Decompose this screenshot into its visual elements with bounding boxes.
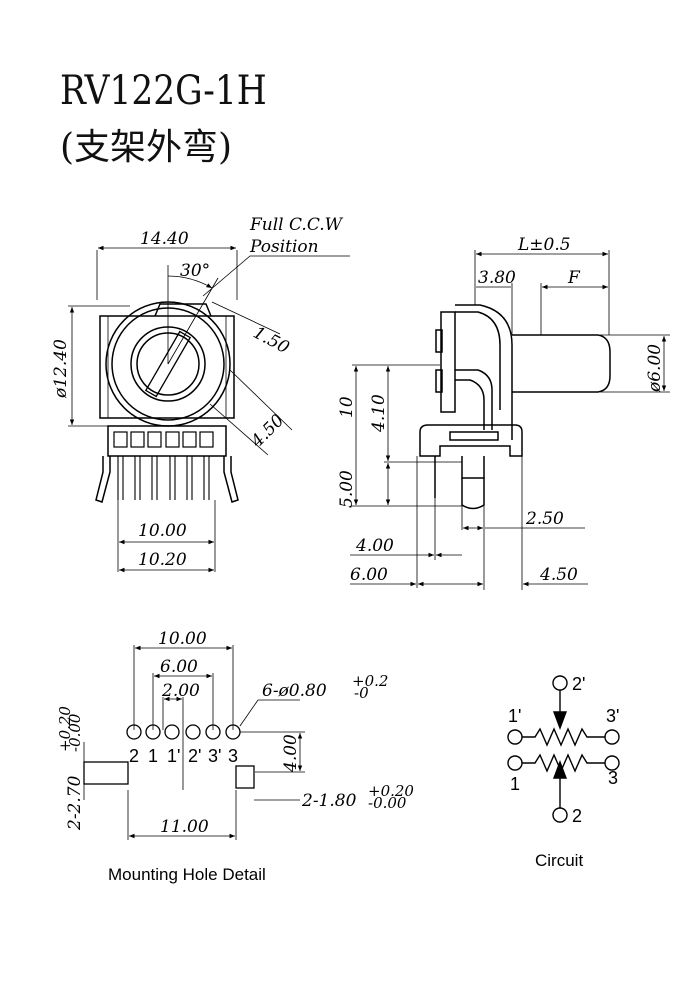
dim-holes-tol-upper: +0.2 — [352, 672, 388, 690]
dim-4-10: 4.10 — [369, 394, 389, 433]
dim-bracket-span: 10.20 — [138, 550, 187, 570]
hole-label-2p: 2' — [188, 746, 201, 766]
dim-2-50: 2.50 — [525, 509, 564, 529]
dim-5-00: 5.00 — [337, 470, 357, 508]
side-view — [350, 250, 670, 590]
mounting-labels: 10.00 6.00 2.00 6-ø0.80 +0.2 -0 2 1 1' 2… — [56, 629, 414, 884]
circuit-label-2p: 2' — [572, 674, 585, 694]
hole-label-1: 1 — [148, 746, 158, 766]
dim-3-80: 3.80 — [478, 268, 516, 288]
hole-label-1p: 1' — [167, 746, 180, 766]
dim-10: 10 — [337, 396, 357, 418]
dim-pin-span: 10.00 — [138, 521, 187, 541]
dim-slot-left: 2-2.70 — [65, 775, 85, 831]
dim-holes-tol-lower: -0 — [354, 684, 369, 702]
dim-6-00: 6.00 — [350, 565, 388, 585]
side-view-labels: L±0.5 3.80 F ø6.00 10 4.10 5.00 2.50 4.0… — [337, 235, 665, 585]
dim-4-00: 4.00 — [355, 536, 394, 556]
dim-span-mid: 6.00 — [160, 657, 198, 677]
dim-span-outer: 10.00 — [158, 629, 207, 649]
mounting-caption: Mounting Hole Detail — [108, 865, 266, 884]
dim-shaft-dia: ø6.00 — [645, 344, 665, 393]
circuit-diagram — [507, 675, 620, 823]
dim-slot-right-tol-lower: -0.00 — [368, 794, 407, 812]
dim-angle: 30° — [180, 261, 210, 281]
circuit-label-1: 1 — [510, 774, 520, 794]
dim-1-50: 1.50 — [250, 323, 293, 359]
circuit-labels: 2' 1' 3' 1 3 2 Circuit — [508, 674, 619, 870]
dim-4-50: 4.50 — [247, 410, 289, 452]
model-title: RV122G-1H — [60, 68, 267, 114]
circuit-label-1p: 1' — [508, 706, 521, 726]
dim-holes: 6-ø0.80 — [262, 681, 327, 701]
hole-label-3p: 3' — [208, 746, 221, 766]
front-view-labels: 14.40 30° Full C.C.W Position 1.50 4.50 … — [51, 215, 344, 570]
dim-diameter: ø12.40 — [51, 339, 71, 399]
dim-f: F — [567, 268, 581, 288]
model-subtitle: (支架外弯) — [60, 127, 233, 168]
circuit-caption: Circuit — [535, 851, 583, 870]
dim-span-inner: 2.00 — [161, 681, 200, 701]
dim-width: 14.40 — [140, 229, 189, 249]
dim-length: L±0.5 — [517, 235, 571, 255]
note-position: Position — [249, 237, 319, 257]
circuit-label-3p: 3' — [606, 706, 619, 726]
dim-slot-left-tol-upper: +0.20 — [56, 706, 74, 752]
mounting-detail — [83, 645, 305, 840]
hole-label-3: 3 — [228, 746, 238, 766]
front-view — [68, 245, 350, 573]
dim-4-00-mount: 4.00 — [281, 734, 301, 773]
dim-slot-left-tol-lower: -0.00 — [66, 713, 84, 752]
hole-label-2: 2 — [129, 746, 139, 766]
dim-4-50-side: 4.50 — [539, 565, 578, 585]
dim-slot-right: 2-1.80 — [301, 791, 357, 811]
circuit-label-3: 3 — [608, 768, 618, 788]
circuit-label-2: 2 — [572, 806, 582, 826]
note-full-ccw: Full C.C.W — [249, 215, 344, 235]
dim-bottom-span: 11.00 — [160, 817, 209, 837]
dim-slot-right-tol-upper: +0.20 — [368, 782, 414, 800]
